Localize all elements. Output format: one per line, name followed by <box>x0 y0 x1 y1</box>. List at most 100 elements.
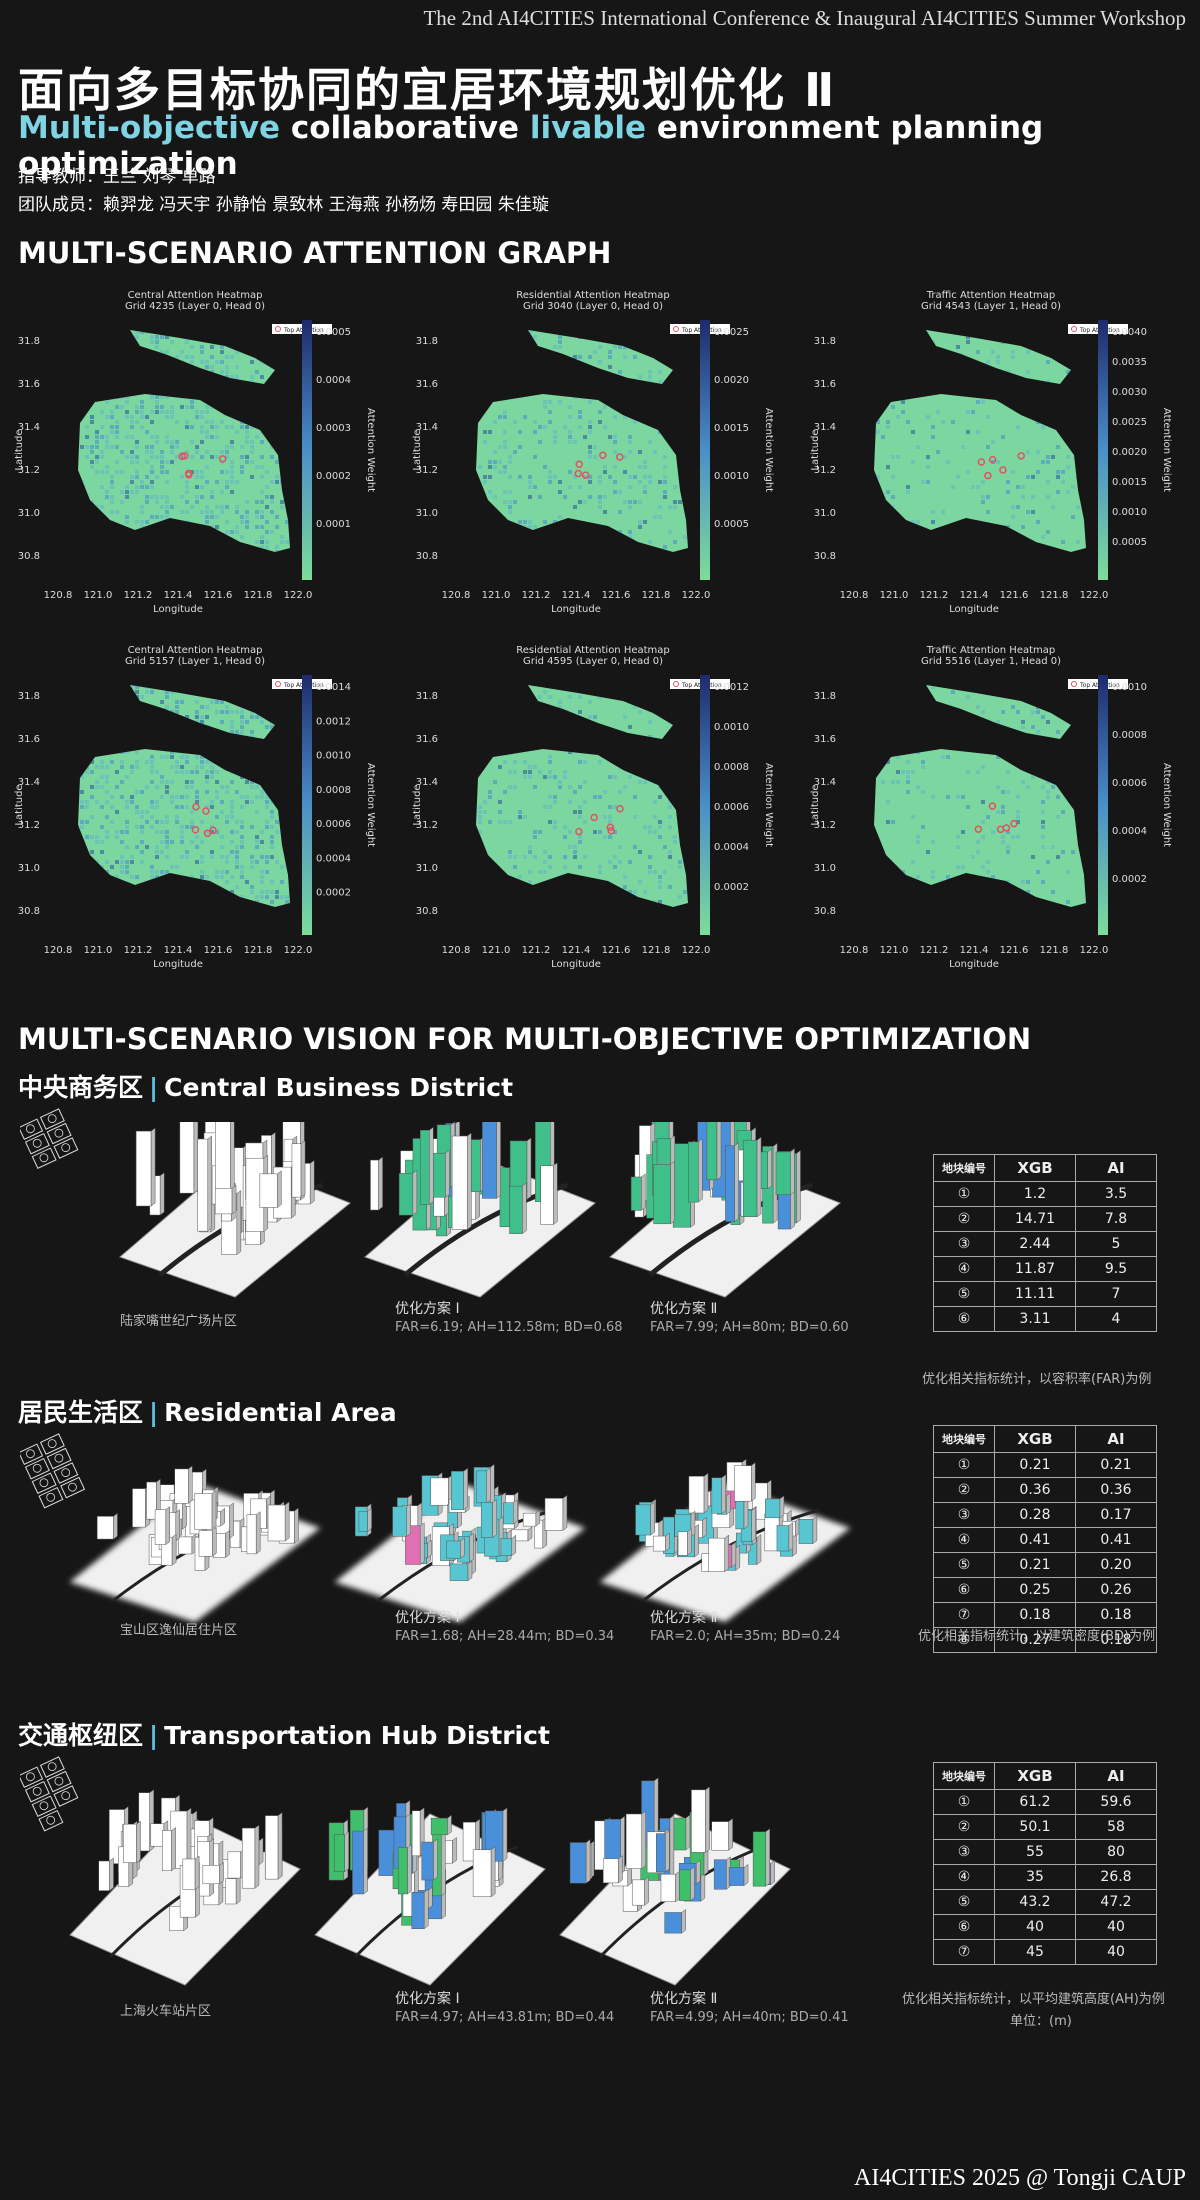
table-cell: 2.44 <box>994 1231 1076 1257</box>
members-line: 团队成员：赖羿龙 冯天宇 孙静怡 景致林 王海燕 孙杨炀 寿田园 朱佳璇 <box>18 195 549 215</box>
x-tick-label: 121.2 <box>920 590 949 601</box>
colorbar-tick-label: 0.0010 <box>1112 682 1147 693</box>
table-cell: 0.18 <box>994 1602 1076 1628</box>
colorbar-tick-label: 0.0020 <box>1112 447 1147 458</box>
district-title-cn: 交通枢纽区 <box>18 1721 144 1750</box>
x-tick-label: 121.0 <box>482 945 511 956</box>
building <box>775 1148 795 1196</box>
colorbar-tick-label: 0.0002 <box>316 471 351 482</box>
y-tick-label: 31.6 <box>416 379 438 390</box>
x-tick-label: 121.2 <box>522 945 551 956</box>
building <box>202 1861 224 1885</box>
top-attention-marker <box>590 813 598 822</box>
building <box>472 1846 496 1898</box>
building <box>246 1511 261 1555</box>
x-tick-label: 120.8 <box>442 590 471 601</box>
plot-index-diagram <box>18 1756 79 1832</box>
x-tick-label: 121.4 <box>960 590 989 601</box>
y-tick-label: 31.6 <box>18 379 40 390</box>
colorbar-label: Attention Weight <box>763 763 774 847</box>
building <box>522 1509 541 1527</box>
table-header: 地块编号 <box>933 1425 995 1453</box>
building <box>679 1866 695 1902</box>
title-en-segment: collaborative <box>280 110 530 146</box>
section-title-vision: MULTI-SCENARIO VISION FOR MULTI-OBJECTIV… <box>18 1022 1032 1056</box>
colorbar-tick-label: 0.0010 <box>714 471 749 482</box>
top-attention-marker <box>599 451 607 459</box>
building <box>198 1527 217 1557</box>
x-tick-label: 121.6 <box>1000 590 1029 601</box>
y-axis-label: Latitude <box>810 429 821 470</box>
colorbar-tick-label: 0.0004 <box>316 853 351 864</box>
heatmap-svg: Top Attention120.8121.0121.2121.4121.612… <box>412 320 774 615</box>
district-scene <box>600 1095 850 1306</box>
top-attention-marker <box>209 826 217 834</box>
colorbar-tick-label: 0.0006 <box>1112 778 1147 789</box>
building <box>451 1467 468 1511</box>
x-tick-label: 121.2 <box>920 945 949 956</box>
building <box>178 1533 197 1555</box>
plan-metrics: FAR=2.0; AH=35m; BD=0.24 <box>650 1629 841 1644</box>
table-cell: 40 <box>1075 1939 1157 1965</box>
plot-index <box>18 1754 90 1838</box>
x-axis-label: Longitude <box>949 959 999 970</box>
colorbar-tick-label: 0.0030 <box>1112 387 1147 398</box>
table-cell: 26.8 <box>1075 1864 1157 1890</box>
top-attention-marker <box>581 471 590 479</box>
plan-label: 优化方案 Ⅱ <box>650 1610 718 1626</box>
base-caption: 宝山区逸仙居住片区 <box>120 1623 238 1638</box>
district-scene-plan2 <box>598 1458 852 1623</box>
colorbar-tick-label: 0.0004 <box>1112 826 1147 837</box>
building <box>241 1824 260 1889</box>
colorbar-tick-label: 0.0012 <box>714 682 749 693</box>
colorbar-label: Attention Weight <box>365 763 376 847</box>
colorbar-tick-label: 0.0035 <box>1112 357 1147 368</box>
district-scene <box>590 1447 860 1631</box>
y-tick-label: 31.2 <box>814 465 836 476</box>
plan-label: 优化方案 Ⅰ <box>395 1301 460 1317</box>
building <box>405 1522 425 1565</box>
table-cell: 7.8 <box>1075 1206 1157 1232</box>
table-cell: 0.28 <box>994 1502 1076 1528</box>
building <box>500 1534 517 1557</box>
colorbar-tick-label: 0.0008 <box>1112 730 1147 741</box>
x-tick-label: 121.6 <box>1000 945 1029 956</box>
table-cell: ⑥ <box>933 1577 995 1603</box>
y-tick-label: 31.4 <box>416 777 438 788</box>
colorbar-label: Attention Weight <box>1161 763 1172 847</box>
y-tick-label: 31.0 <box>814 508 836 519</box>
building <box>630 1173 646 1211</box>
title-divider: | <box>149 1398 159 1427</box>
heatmap-subtitle: Grid 4543 (Layer 1, Head 0) <box>920 301 1062 312</box>
building <box>653 1161 675 1225</box>
building <box>752 1828 771 1887</box>
table-cell: 0.17 <box>1075 1502 1157 1528</box>
district-title-cn: 居民生活区 <box>18 1398 144 1427</box>
y-tick-label: 31.4 <box>814 422 836 433</box>
building <box>509 1182 527 1235</box>
table-cell: ⑥ <box>933 1306 995 1332</box>
table-cell: ⑥ <box>933 1914 995 1940</box>
building <box>631 1876 649 1906</box>
district-scene-plan2 <box>559 1777 791 1986</box>
colorbar-tick-label: 0.0003 <box>316 423 351 434</box>
y-tick-label: 31.8 <box>814 336 836 347</box>
x-tick-label: 122.0 <box>682 590 711 601</box>
colorbar-tick-label: 0.0004 <box>714 842 749 853</box>
y-tick-label: 31.2 <box>416 465 438 476</box>
top-attention-marker <box>988 802 997 810</box>
y-axis-label: Latitude <box>810 784 821 825</box>
building <box>215 1116 235 1203</box>
x-tick-label: 121.6 <box>602 590 631 601</box>
top-attention-marker <box>974 825 983 833</box>
y-tick-label: 31.2 <box>18 465 40 476</box>
title-en-segment: environment planning optimization <box>18 110 1044 182</box>
